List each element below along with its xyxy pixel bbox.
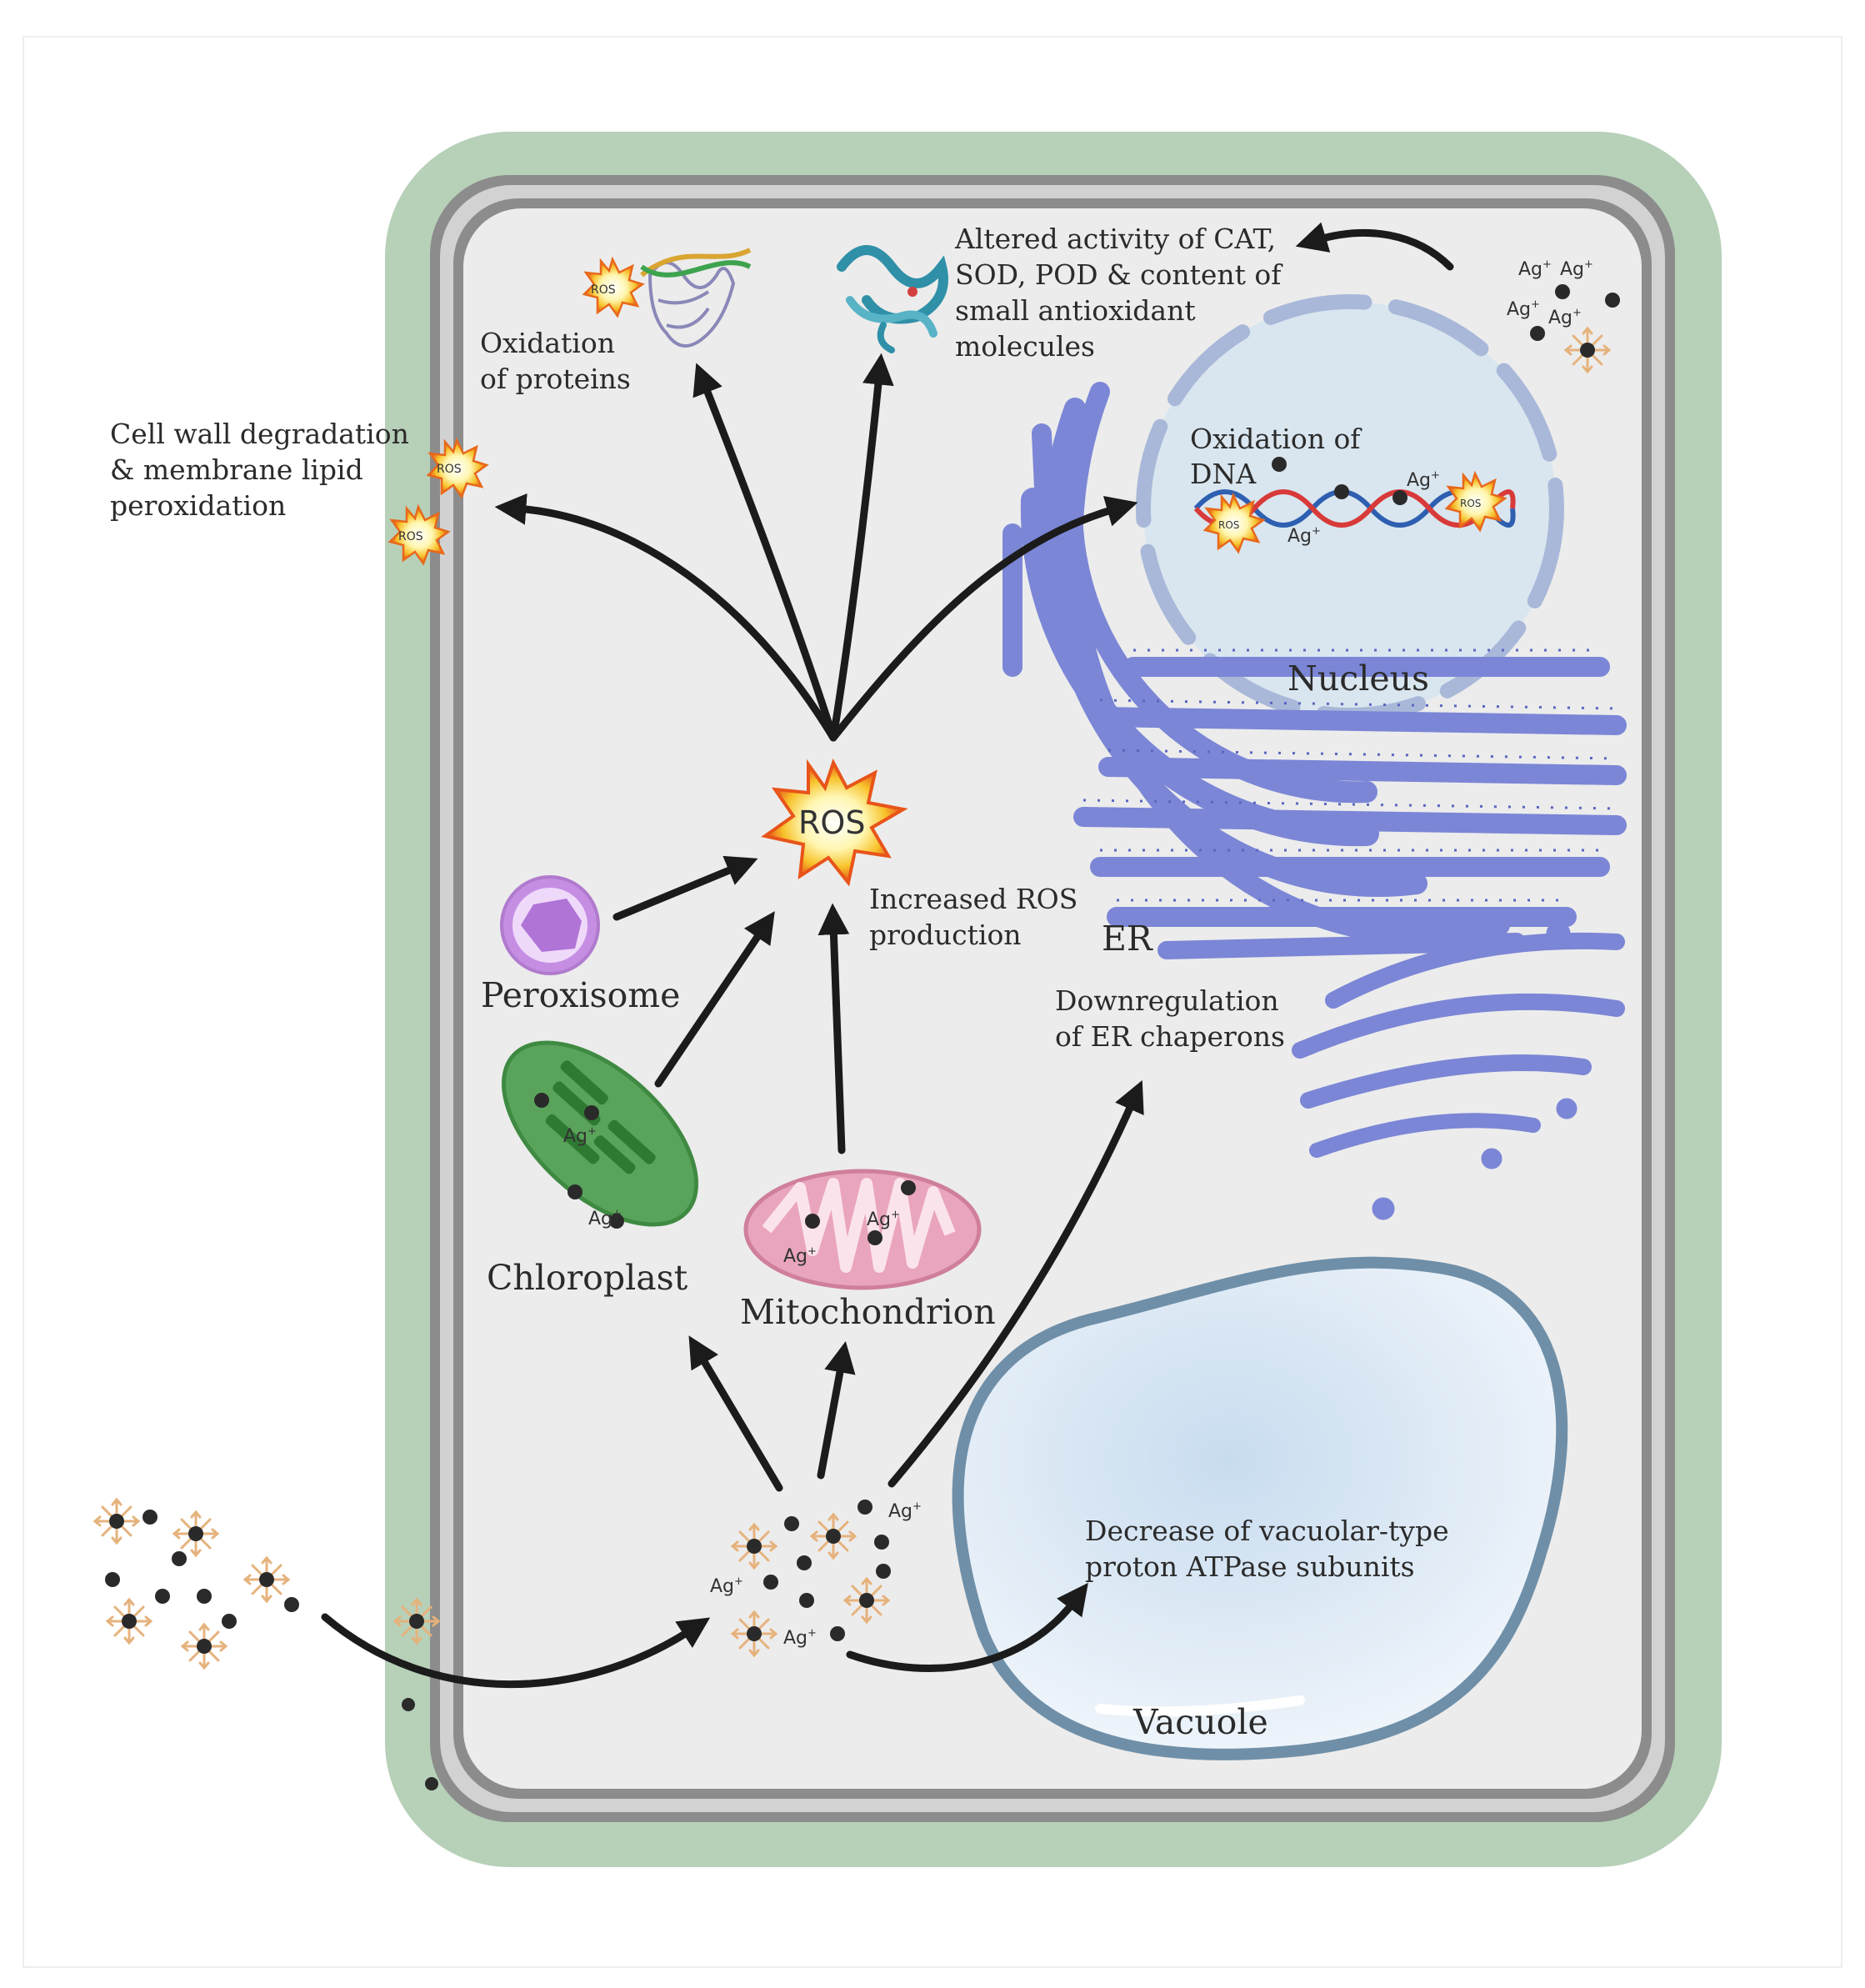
cell-wall-label-line3: peroxidation: [110, 489, 286, 522]
nucleus-label: Nucleus: [1288, 658, 1429, 699]
mitochondrion-label: Mitochondrion: [740, 1292, 996, 1332]
vacuole-text-line2: proton ATPase subunits: [1085, 1550, 1415, 1583]
vacuole: [952, 1256, 1568, 1760]
er-chaperons-label-line2: of ER chaperons: [1055, 1020, 1285, 1053]
ag-label: Ag+: [1407, 469, 1440, 491]
ros-small-label-1: ROS: [591, 283, 616, 297]
ros-burst-central: [761, 758, 908, 887]
chloroplast-label: Chloroplast: [487, 1258, 688, 1298]
ag-label: Ag+: [783, 1245, 817, 1267]
er-chaperons-label-line1: Downregulation: [1055, 984, 1279, 1017]
arrow-peroxisome-to-ros: [612, 855, 758, 921]
ag-label: Ag+: [1560, 258, 1593, 280]
ros-small-label-5: ROS: [1460, 498, 1481, 509]
arrow-to-cell-wall: [494, 493, 838, 742]
ros-small-label-3: ROS: [398, 530, 423, 543]
peroxisome-label: Peroxisome: [481, 975, 680, 1015]
ag-label: Ag+: [1288, 525, 1321, 547]
er-label: ER: [1102, 919, 1153, 959]
increased-ros-label-line1: Increased ROS: [869, 883, 1078, 915]
ag-label: Ag+: [710, 1575, 743, 1597]
vacuole-text-line1: Decrease of vacuolar-type: [1085, 1515, 1449, 1547]
ox-proteins-label-line1: Oxidation: [480, 327, 615, 359]
vacuole-label: Vacuole: [1132, 1702, 1268, 1742]
arrows: [321, 222, 1454, 1689]
ag-label: Ag+: [563, 1125, 597, 1147]
arrow-ag-to-mitochondrion: [817, 1340, 856, 1480]
arrow-ag-to-chloroplast: [688, 1335, 783, 1492]
ag-label: Ag+: [888, 1500, 922, 1522]
ag-label: Ag+: [783, 1627, 817, 1649]
endoplasmic-reticulum: [1002, 382, 1627, 959]
ros-center-label: ROS: [798, 804, 865, 841]
cell-wall-label-line1: Cell wall degradation: [110, 418, 409, 450]
antioxidant-label-line4: molecules: [955, 330, 1095, 363]
arrow-to-antioxidants: [829, 353, 894, 742]
ag-label: Ag+: [867, 1209, 900, 1230]
ag-label: Ag+: [1518, 258, 1552, 280]
protein-structure-icon: [640, 248, 752, 348]
er-ribosomes: [1082, 648, 1618, 902]
ox-proteins-label-line2: of proteins: [480, 363, 631, 395]
arrow-to-dna: [829, 495, 1138, 742]
arrow-to-proteins: [692, 363, 838, 742]
ros-small-label-4: ROS: [1218, 519, 1239, 531]
ox-dna-label-line2: DNA: [1190, 458, 1257, 490]
ag-label: Ag+: [1548, 307, 1582, 328]
mitochondrion: [743, 1169, 982, 1290]
peroxisome: [500, 875, 600, 975]
arrow-nanoparticles-entering: [321, 1613, 711, 1689]
golgi-apparatus: [1292, 921, 1625, 1220]
arrow-ag-to-antioxidants: [1295, 222, 1454, 271]
silver-nanoparticles-inside: [534, 284, 1620, 1657]
arrow-chloroplast-to-ros: [654, 911, 775, 1088]
arrow-mitochondrion-to-ros: [818, 903, 850, 1154]
ag-ion-labels: Ag+ Ag+ Ag+ Ag+ Ag+ Ag+ Ag+ Ag+ Ag+ Ag+ …: [563, 258, 1593, 1649]
enzyme-structure-icon: [837, 245, 948, 353]
ox-dna-label-line1: Oxidation of: [1190, 423, 1362, 455]
silver-nanoparticles-outside: [93, 1498, 440, 1790]
arrow-ag-to-er: [888, 1079, 1144, 1488]
increased-ros-label-line2: production: [869, 919, 1022, 951]
antioxidant-label-line3: small antioxidant: [955, 294, 1196, 327]
ros-small-label-2: ROS: [437, 463, 462, 476]
antioxidant-label-line1: Altered activity of CAT,: [954, 223, 1276, 255]
arrow-ag-to-vacuole: [846, 1582, 1088, 1672]
ag-label: Ag+: [1507, 298, 1540, 320]
cell-wall-label-line2: & membrane lipid: [110, 453, 363, 486]
ag-label: Ag+: [588, 1208, 622, 1229]
antioxidant-label-line2: SOD, POD & content of: [955, 258, 1283, 291]
